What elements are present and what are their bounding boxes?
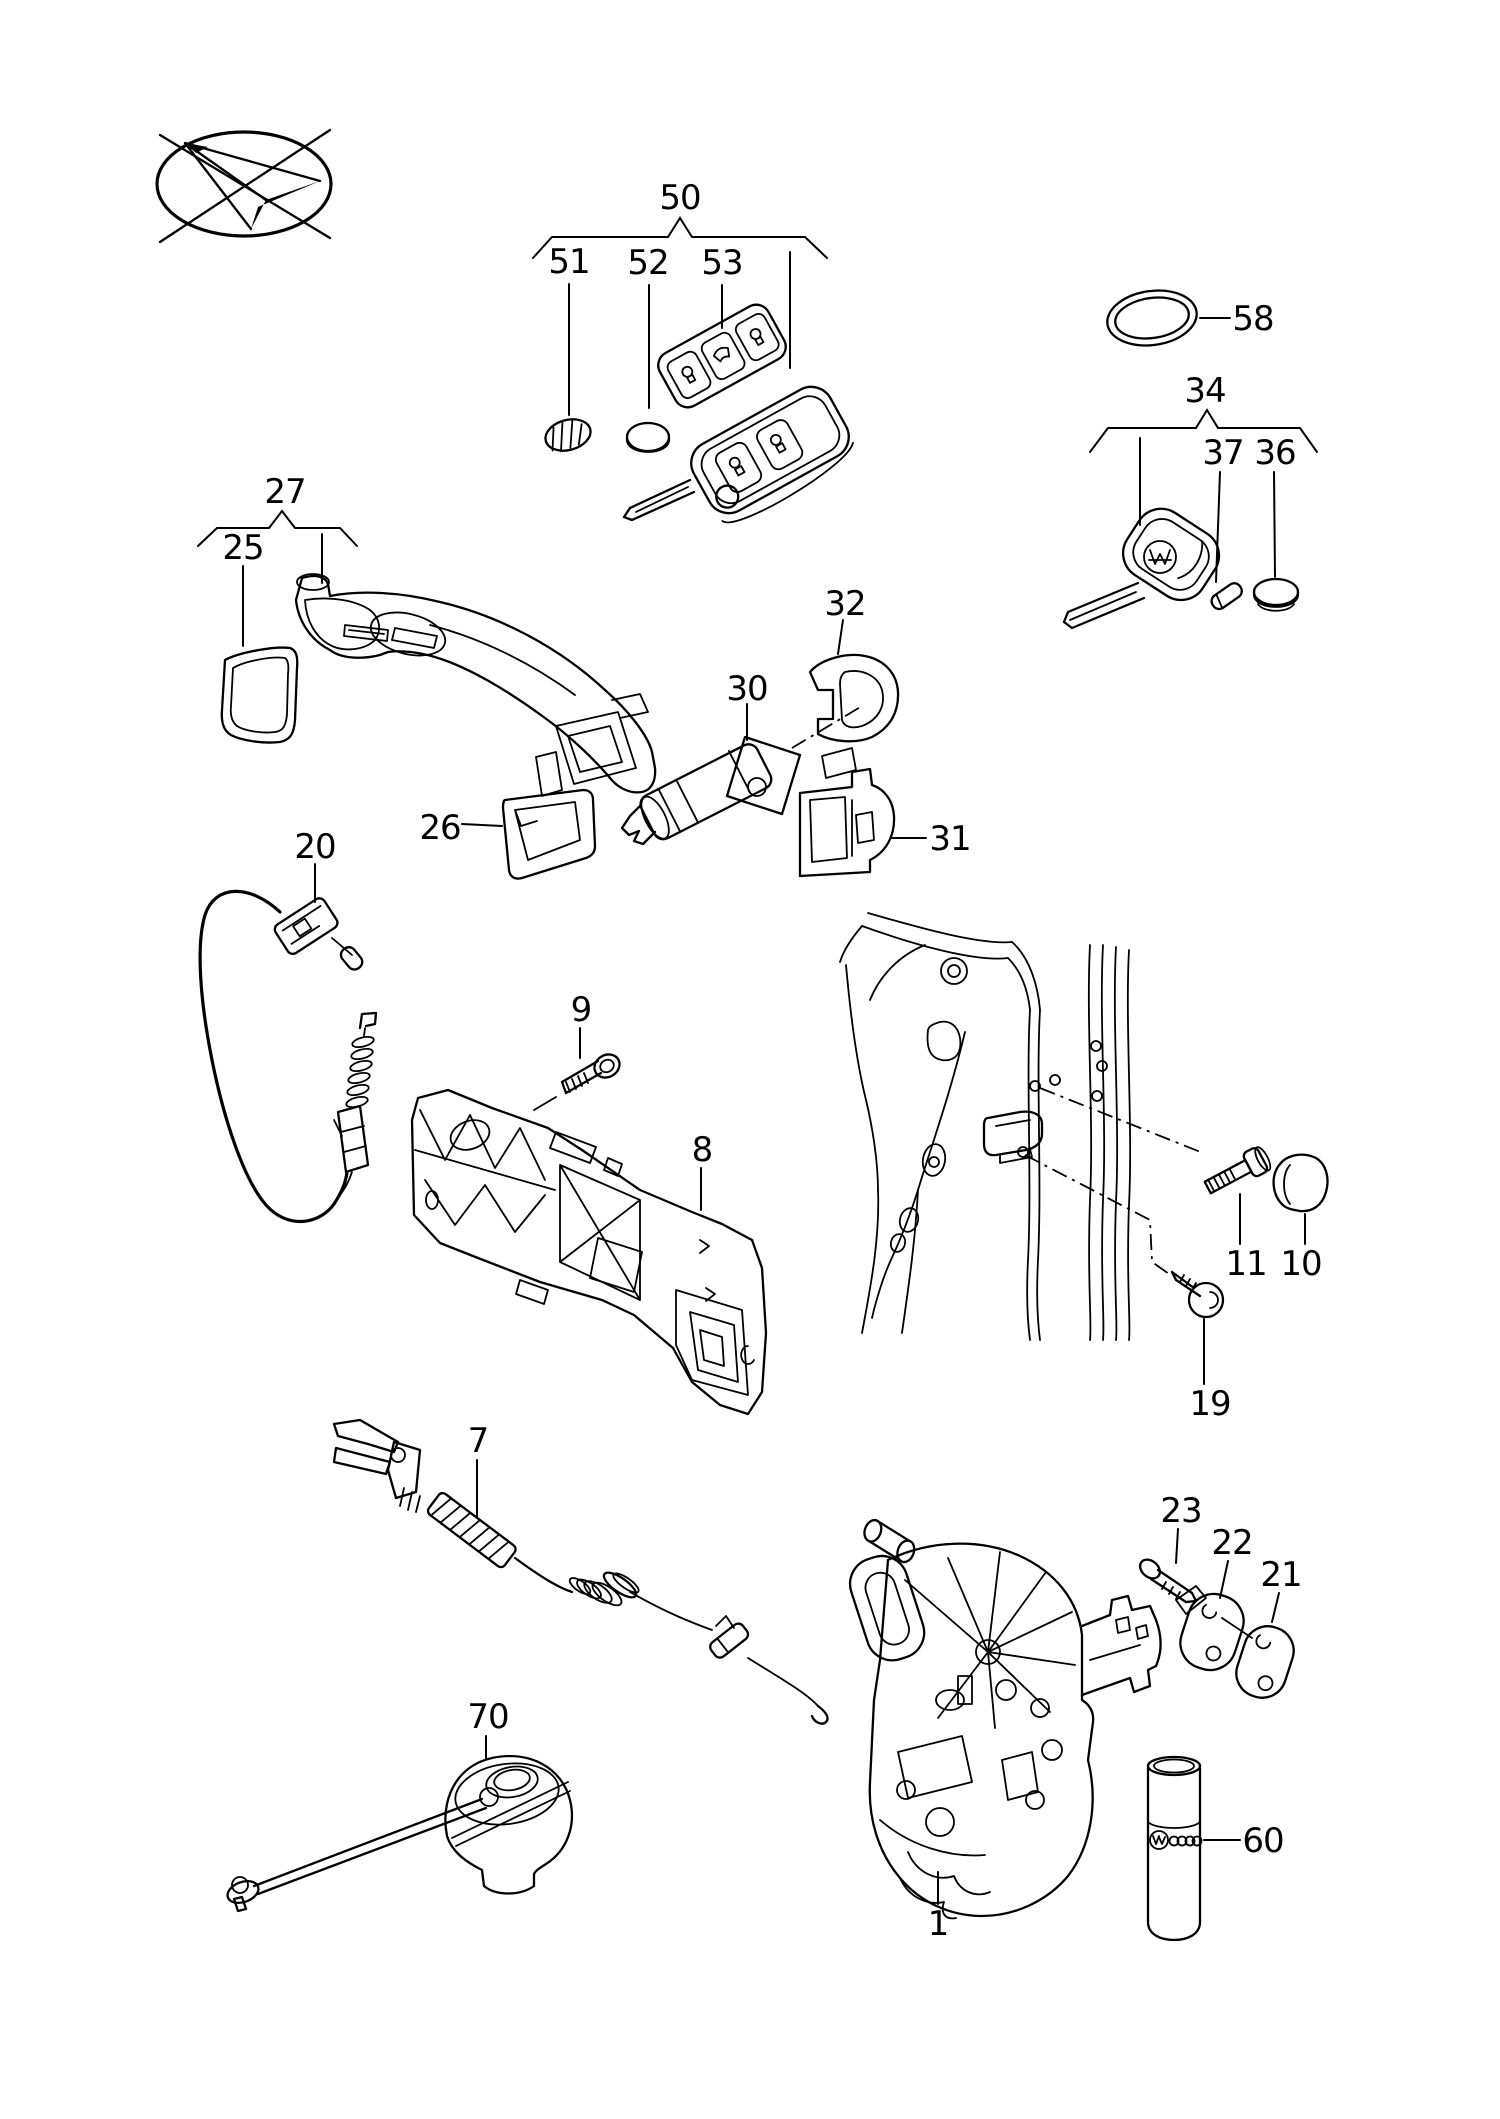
callout-52[interactable]: 52 bbox=[627, 243, 669, 283]
callout-21[interactable]: 21 bbox=[1260, 1555, 1302, 1595]
screw-9-drawing bbox=[533, 1053, 621, 1111]
plate-21-drawing bbox=[1235, 1625, 1295, 1699]
assembly-axis-line-19 bbox=[1024, 1154, 1173, 1277]
leader-line-23 bbox=[1175, 1528, 1179, 1564]
callout-22[interactable]: 22 bbox=[1211, 1523, 1253, 1563]
callout-11[interactable]: 11 bbox=[1225, 1244, 1267, 1284]
callout-20[interactable]: 20 bbox=[294, 827, 336, 867]
callout-19[interactable]: 19 bbox=[1189, 1384, 1231, 1424]
callout-34[interactable]: 34 bbox=[1184, 371, 1226, 411]
leader-line-21 bbox=[1271, 1592, 1280, 1623]
lock-cable-7-drawing bbox=[332, 1418, 829, 1725]
cap-10-drawing bbox=[1272, 1153, 1329, 1213]
bracket-27 bbox=[197, 509, 358, 547]
bracket-50 bbox=[532, 216, 828, 259]
handle-gasket-25-drawing bbox=[220, 646, 299, 744]
callout-26[interactable]: 26 bbox=[419, 808, 461, 848]
cap-36-drawing bbox=[1252, 577, 1300, 612]
callout-51[interactable]: 51 bbox=[548, 242, 590, 282]
pin-37-drawing bbox=[1210, 582, 1243, 611]
grease-can-60-drawing bbox=[1146, 1755, 1203, 1942]
callout-23[interactable]: 23 bbox=[1160, 1491, 1202, 1531]
door-panel-drawing bbox=[839, 912, 1132, 1341]
handle-seal-26-drawing bbox=[501, 788, 597, 880]
bracket-34 bbox=[1089, 408, 1318, 453]
callout-31[interactable]: 31 bbox=[929, 819, 971, 859]
bolt-11-drawing bbox=[1203, 1146, 1272, 1195]
lock-cylinder-30-drawing bbox=[620, 735, 802, 846]
brand-logo-icon bbox=[155, 128, 333, 244]
callout-36[interactable]: 36 bbox=[1254, 433, 1296, 473]
callout-60[interactable]: 60 bbox=[1242, 1821, 1284, 1861]
callout-53[interactable]: 53 bbox=[701, 243, 743, 283]
remote-key-group-drawing bbox=[544, 303, 854, 524]
callout-58[interactable]: 58 bbox=[1232, 299, 1274, 339]
callout-25[interactable]: 25 bbox=[222, 528, 264, 568]
leader-line-32 bbox=[837, 619, 844, 655]
callout-9[interactable]: 9 bbox=[571, 990, 593, 1030]
callout-10[interactable]: 10 bbox=[1280, 1244, 1322, 1284]
door-lock-1-drawing bbox=[848, 1518, 1162, 1920]
callout-27[interactable]: 27 bbox=[264, 472, 306, 512]
callout-1[interactable]: 1 bbox=[928, 1904, 950, 1944]
plate-22-drawing bbox=[1175, 1585, 1253, 1672]
callout-50[interactable]: 50 bbox=[659, 178, 701, 218]
callout-7[interactable]: 7 bbox=[468, 1421, 490, 1461]
door-handle-27-drawing bbox=[294, 573, 657, 797]
leader-line-26 bbox=[461, 823, 503, 827]
callout-8[interactable]: 8 bbox=[692, 1130, 714, 1170]
callout-32[interactable]: 32 bbox=[824, 584, 866, 624]
screw-23-drawing bbox=[1138, 1558, 1198, 1604]
assembly-axis-line bbox=[791, 705, 863, 749]
callout-37[interactable]: 37 bbox=[1202, 433, 1244, 473]
key-34-drawing bbox=[1062, 507, 1221, 630]
cylinder-cap-32-drawing bbox=[808, 653, 900, 743]
handle-carrier-8-drawing bbox=[410, 1088, 768, 1416]
lock-cap-70-drawing bbox=[226, 1754, 574, 1913]
can-logo-icon bbox=[1149, 1830, 1203, 1850]
callout-30[interactable]: 30 bbox=[726, 669, 768, 709]
leader-line-22 bbox=[1219, 1560, 1229, 1599]
callout-70[interactable]: 70 bbox=[467, 1697, 509, 1737]
oring-58-drawing bbox=[1106, 289, 1198, 347]
screw-19-drawing bbox=[1170, 1270, 1225, 1319]
assembly-axis-line-11 bbox=[1039, 1087, 1204, 1154]
release-cable-20-drawing bbox=[198, 889, 378, 1223]
cylinder-housing-31-drawing bbox=[798, 747, 896, 878]
